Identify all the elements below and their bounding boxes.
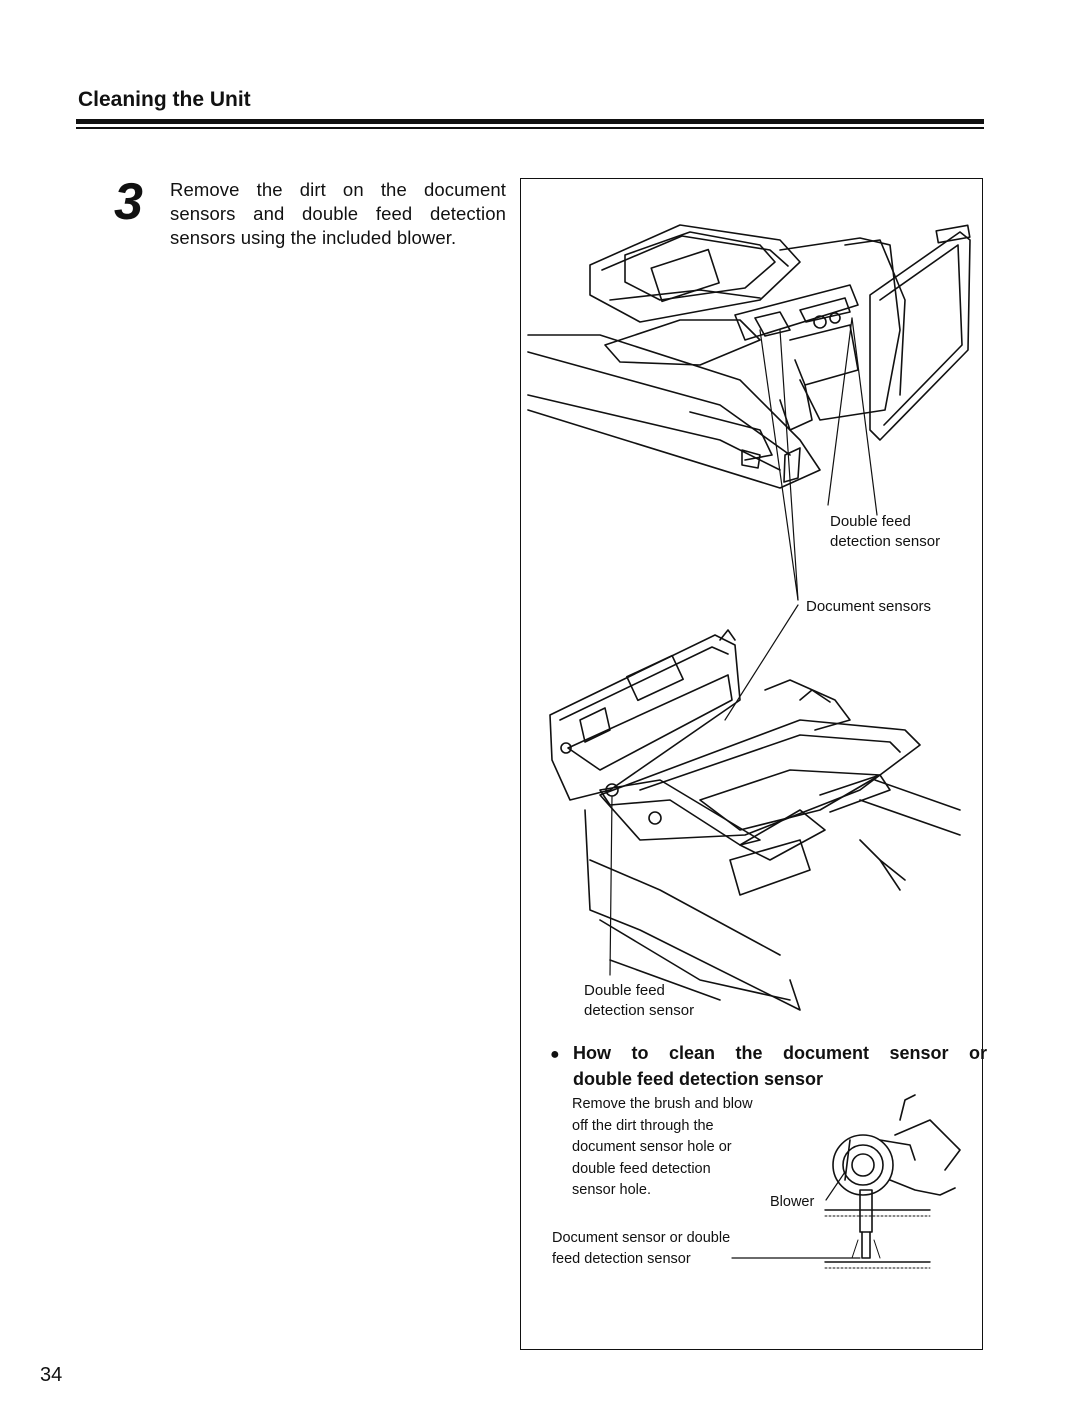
label-double-feed-bottom-line1: Double feed <box>584 982 665 999</box>
bullet-icon: ● <box>550 1046 560 1063</box>
label-sensor-line2: feed detection sensor <box>552 1251 691 1267</box>
label-blower: Blower <box>770 1194 815 1210</box>
title-rule-thin <box>76 127 984 129</box>
howto-title-line1: How to clean the document sensor or <box>573 1043 987 1063</box>
title-rule-thick <box>76 119 984 124</box>
label-double-feed-top-line2: detection sensor <box>830 533 941 550</box>
section-title: Cleaning the Unit <box>78 88 251 111</box>
howto-body-line: sensor hole. <box>572 1182 651 1198</box>
bottom-scanner-drawing <box>549 629 961 1011</box>
step-instruction: Remove the dirt on the document sensors … <box>170 179 506 248</box>
label-double-feed-top-line1: Double feed <box>830 513 911 530</box>
blower-drawing <box>824 1094 961 1269</box>
howto-body-line: off the dirt through the <box>572 1117 714 1134</box>
label-double-feed-top: Double feed detection sensor <box>830 512 940 552</box>
step-number: 3 <box>114 173 143 231</box>
top-scanner-drawing <box>527 224 971 489</box>
label-sensor-line1: Document sensor or double <box>552 1230 731 1246</box>
label-document-sensors: Document sensors <box>806 598 932 615</box>
howto-body-line: double feed detection <box>572 1160 711 1177</box>
howto-body-line: Remove the brush and blow <box>572 1096 753 1112</box>
label-double-feed-bottom-line2: detection sensor <box>584 1002 695 1019</box>
label-sensor: Document sensor or double feed detection… <box>552 1228 730 1270</box>
howto-body: Remove the brush and blow off the dirt t… <box>572 1094 753 1202</box>
howto-body-line: document sensor hole or <box>572 1139 732 1155</box>
figure-box <box>520 178 983 1350</box>
howto-title-line2: double feed detection sensor <box>573 1069 824 1089</box>
page-number: 34 <box>40 1364 63 1386</box>
label-double-feed-bottom: Double feed detection sensor <box>584 981 694 1021</box>
